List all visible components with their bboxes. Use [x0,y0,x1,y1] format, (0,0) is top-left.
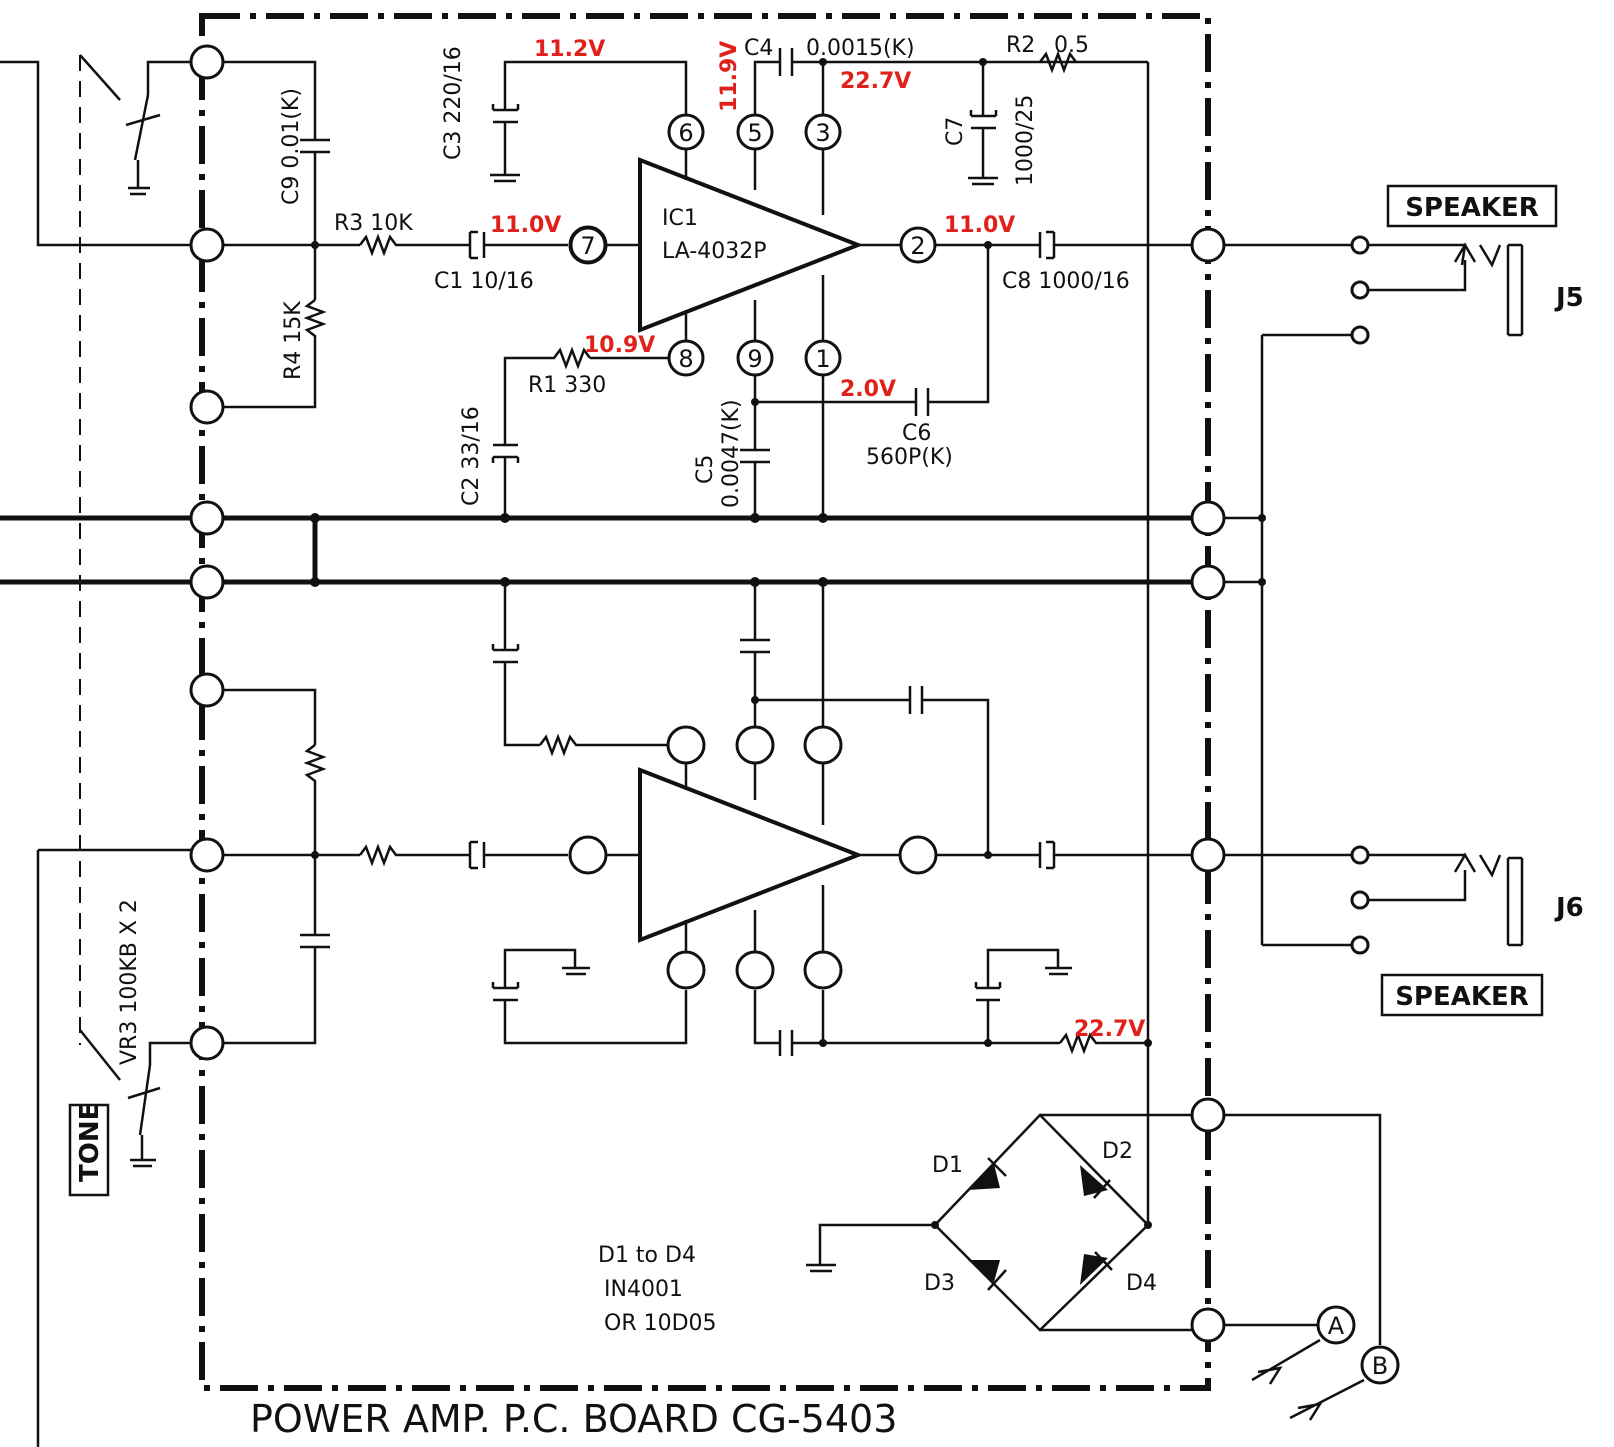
ic-ref-label: IC1 [662,206,698,231]
pin-label: 7 [580,232,595,260]
terminal-a-label: A [1328,1312,1345,1340]
voltage-pin8: 10.9V [584,333,655,358]
c6-value-label: 560P(K) [866,445,953,470]
j6-label: J6 [1554,893,1584,923]
component-labels: C3 220/16 C4 0.0015(K) R2 0.5 C7 1000/25… [117,33,1157,1296]
voltage-pin3: 22.7V [840,69,911,94]
speaker-top-box [1386,184,1558,228]
pin-label: 8 [678,345,693,373]
ic-part-label: LA-4032P [662,239,767,264]
voltage-lower: 22.7V [1074,1017,1145,1042]
r1-label: R1 330 [528,373,606,398]
right-terminals [1190,227,1226,1343]
c4-label: C4 [744,36,773,61]
voltage-pin2: 11.0V [944,213,1015,238]
c7-value-label: 1000/25 [1013,95,1038,186]
diode-note-line: IN4001 [604,1277,683,1302]
diode-note-line: OR 10D05 [604,1311,717,1336]
c4-value-label: 0.0015(K) [806,36,915,61]
c9-label: C9 0.01(K) [279,88,304,205]
c6-label: C6 [902,421,931,446]
c2-label: C2 33/16 [459,406,484,506]
junction-dots [310,58,1266,1047]
c7-label: C7 [943,117,968,146]
speaker-bottom-box [1380,973,1544,1017]
j5-label: J5 [1554,283,1584,313]
pin-label: 1 [815,345,830,373]
lower-channel-wiring [223,582,1192,1056]
c3-label: C3 220/16 [441,46,466,160]
pin-label: 2 [910,232,925,260]
r4-label: R4 15K [281,301,306,380]
d1-label: D1 [932,1153,963,1178]
pin-label: 9 [747,345,762,373]
terminal-b-label: B [1372,1352,1388,1380]
vr3-label: VR3 100KB X 2 [117,899,142,1065]
c5-value-label: 0.0047(K) [719,399,744,508]
voltage-pin5: 11.9V [717,41,742,112]
diode-note-line: D1 to D4 [598,1243,696,1268]
upper-channel-wiring [223,48,1192,1225]
c1-label: C1 10/16 [434,269,534,294]
r3-label: R3 10K [334,211,413,236]
c5-label: C5 [693,455,718,484]
voltage-pin1: 2.0V [840,377,896,402]
pin-label: 5 [747,119,762,147]
tone-label: TONE [75,1103,105,1182]
lower-ic [568,725,938,990]
board-title: POWER AMP. P.C. BOARD CG-5403 [250,1397,897,1441]
diode-bridge [806,1113,1192,1332]
r2-value-label: 0.5 [1054,33,1089,58]
left-terminals [189,44,225,1061]
left-wiring [0,54,192,1447]
ic-labels: IC1 LA-4032P [662,206,767,264]
diode-note: D1 to D4 IN4001 OR 10D05 [598,1243,717,1336]
pin-numbers: 6 5 3 7 2 8 9 1 [580,119,925,373]
ab-terminals [1224,1113,1400,1421]
pin-label: 6 [678,119,693,147]
voltage-labels: 11.2V 11.9V 22.7V 11.0V 11.0V 10.9V 2.0V… [490,37,1145,1042]
d2-label: D2 [1102,1139,1133,1164]
upper-ic [638,150,902,340]
board-outline [199,13,1211,1391]
supply-bus [0,335,1264,945]
upper-pins [569,113,937,377]
speaker-top-label: SPEAKER [1405,193,1539,223]
speaker-bottom-label: SPEAKER [1395,982,1529,1012]
d3-label: D3 [924,1271,955,1296]
pin-label: 3 [815,119,830,147]
r2-label: R2 [1006,33,1035,58]
voltage-pin6: 11.2V [534,37,605,62]
c8-label: C8 1000/16 [1002,269,1130,294]
connector-labels: SPEAKER SPEAKER J5 J6 TONE A B [75,193,1584,1380]
tone-box [68,1103,110,1197]
speaker-jacks [1224,184,1558,1017]
d4-label: D4 [1126,1271,1157,1296]
voltage-pin7: 11.0V [490,213,561,238]
